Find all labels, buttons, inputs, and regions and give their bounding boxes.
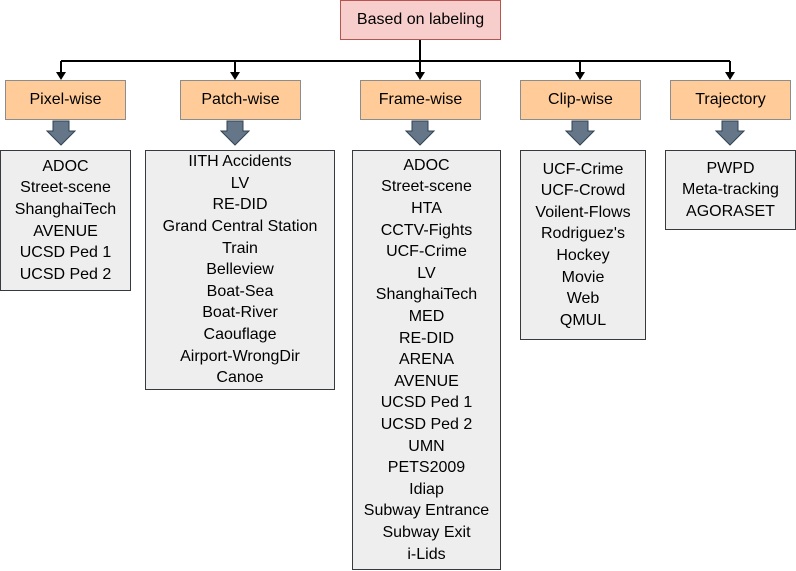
category-label: Trajectory [695, 91, 766, 108]
dataset-item: LV [417, 264, 436, 282]
dataset-item: UCF-Crowd [540, 182, 626, 200]
dataset-item: AVENUE [33, 222, 98, 240]
down-arrow-pixel-wise [45, 120, 77, 146]
dataset-item: MED [408, 308, 445, 326]
dataset-item: Boat-River [202, 304, 278, 322]
arrowhead-patch-wise [230, 72, 240, 80]
dataset-item: UCF-Crime [542, 160, 624, 178]
dataset-item: HTA [411, 200, 442, 218]
down-arrow-clip-wise [564, 120, 596, 146]
dataset-item: i-Lids [407, 545, 446, 563]
dataset-item: Meta-tracking [682, 181, 779, 199]
dataset-item: Rodriguez's [541, 225, 625, 243]
down-arrow-trajectory [714, 120, 746, 146]
dataset-item: CCTV-Fights [380, 221, 473, 239]
dataset-item: Idiap [409, 480, 444, 498]
category-trajectory: Trajectory [670, 80, 791, 120]
category-clip-wise: Clip-wise [520, 80, 641, 120]
dataset-item: ADOC [403, 156, 450, 174]
dataset-item: Train [222, 239, 258, 257]
category-label: Clip-wise [548, 91, 613, 108]
dataset-item: ShanghaiTech [14, 200, 117, 218]
dataset-item: Voilent-Flows [535, 203, 631, 221]
dataset-item: ARENA [398, 351, 455, 369]
down-arrow-patch-wise [219, 120, 251, 146]
category-frame-wise: Frame-wise [360, 80, 481, 120]
dataset-item: PETS2009 [387, 459, 466, 477]
dataset-item: AVENUE [394, 372, 459, 390]
arrowhead-pixel-wise [56, 72, 66, 80]
dataset-item: Airport-WrongDir [180, 347, 300, 365]
dataset-item: RE-DID [398, 329, 455, 347]
dataset-item: RE-DID [212, 196, 268, 214]
dataset-list-clip-wise: UCF-Crime UCF-Crowd Voilent-Flows Rodrig… [520, 150, 646, 340]
dataset-item: UCSD Ped 2 [19, 265, 112, 283]
dataset-item: Subway Exit [382, 523, 471, 541]
dataset-item: Canoe [216, 369, 264, 387]
dataset-list-patch-wise: IITH Accidents LV RE-DID Grand Central S… [145, 150, 335, 390]
dataset-item: PWPD [706, 159, 755, 177]
dataset-item: ADOC [42, 157, 89, 175]
dataset-item: Belleview [206, 261, 274, 279]
category-pixel-wise: Pixel-wise [5, 80, 126, 120]
category-patch-wise: Patch-wise [180, 80, 301, 120]
arrowhead-frame-wise [415, 72, 425, 80]
dataset-item: LV [230, 174, 250, 192]
root-node: Based on labeling [340, 0, 501, 40]
dataset-item: Grand Central Station [162, 218, 318, 236]
dataset-item: UCF-Crime [386, 243, 467, 261]
dataset-item: Caouflage [203, 325, 277, 343]
dataset-item: UMN [408, 437, 445, 455]
dataset-item: UCSD Ped 1 [19, 244, 112, 262]
dataset-item: UCSD Ped 1 [380, 394, 473, 412]
dataset-item: Subway Entrance [363, 502, 490, 520]
dataset-item: IITH Accidents [188, 153, 292, 171]
arrowhead-trajectory [725, 72, 735, 80]
category-label: Patch-wise [201, 91, 280, 108]
dataset-list-pixel-wise: ADOC Street-scene ShanghaiTech AVENUE UC… [0, 150, 131, 291]
dataset-item: UCSD Ped 2 [380, 415, 473, 433]
category-label: Pixel-wise [29, 91, 102, 108]
arrowhead-clip-wise [575, 72, 585, 80]
dataset-list-frame-wise: ADOC Street-scene HTA CCTV-Fights UCF-Cr… [352, 150, 501, 570]
dataset-item: Boat-Sea [206, 282, 274, 300]
down-arrow-frame-wise [404, 120, 436, 146]
dataset-item: Web [566, 290, 600, 308]
dataset-item: Street-scene [20, 179, 111, 197]
dataset-item: QMUL [559, 311, 607, 329]
dataset-item: ShanghaiTech [375, 286, 478, 304]
dataset-item: AGORASET [686, 202, 775, 220]
dataset-item: Street-scene [381, 178, 472, 196]
category-label: Frame-wise [378, 91, 463, 108]
dataset-item: Movie [561, 268, 605, 286]
dataset-item: Hockey [556, 247, 610, 264]
root-label: Based on labeling [356, 11, 485, 28]
dataset-list-trajectory: PWPD Meta-tracking AGORASET [665, 150, 796, 230]
